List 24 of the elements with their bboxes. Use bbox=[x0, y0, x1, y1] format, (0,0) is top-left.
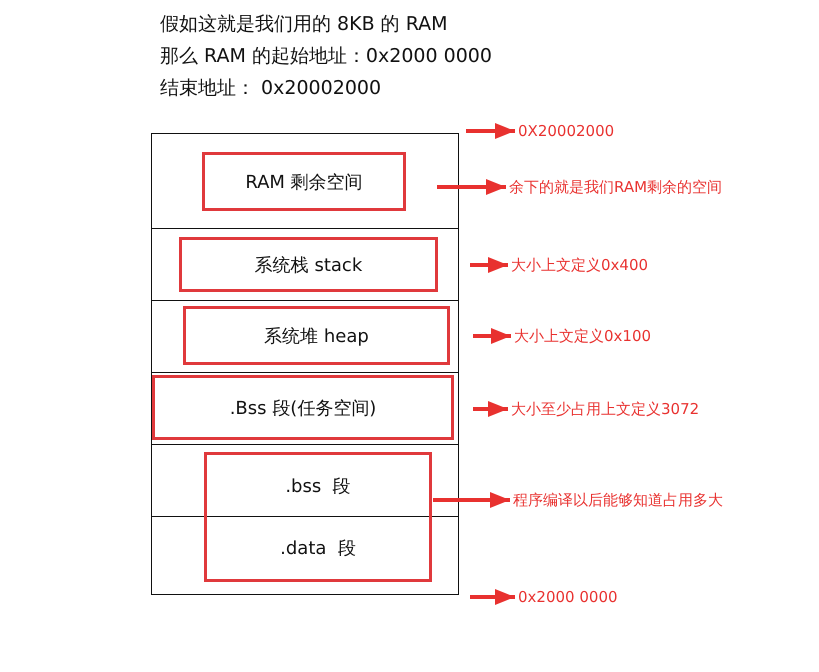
annotation-text: 余下的就是我们RAM剩余的空间 bbox=[509, 177, 722, 197]
arrow bbox=[470, 257, 508, 273]
arrow bbox=[473, 401, 508, 417]
memory-block: RAM 剩余空间 bbox=[202, 152, 406, 211]
memory-block: 系统栈 stack bbox=[179, 237, 438, 292]
annotation-text: 0x2000 0000 bbox=[518, 587, 618, 607]
block-label: .bss 段 bbox=[285, 475, 351, 498]
annotation-text: 大小上文定义0x400 bbox=[511, 255, 648, 275]
arrow bbox=[473, 328, 511, 344]
heading-text: 假如这就是我们用的 8KB 的 RAM bbox=[160, 12, 448, 36]
block-label: .data 段 bbox=[280, 537, 356, 560]
arrow bbox=[466, 123, 515, 139]
annotation-text: 大小上文定义0x100 bbox=[514, 326, 652, 346]
memory-block bbox=[204, 452, 432, 582]
heading-text: 结束地址： 0x20002000 bbox=[160, 76, 382, 100]
arrow bbox=[470, 589, 515, 605]
annotation-text: 大小至少占用上文定义3072 bbox=[511, 399, 700, 419]
annotation-text: 程序编译以后能够知道占用多大 bbox=[513, 490, 723, 510]
memory-block: 系统堆 heap bbox=[183, 306, 450, 365]
annotation-text: 0X20002000 bbox=[518, 121, 614, 141]
arrow bbox=[437, 179, 506, 195]
memory-block: .Bss 段(任务空间) bbox=[152, 375, 454, 440]
arrow bbox=[433, 492, 510, 508]
heading-text: 那么 RAM 的起始地址：0x2000 0000 bbox=[160, 44, 492, 68]
